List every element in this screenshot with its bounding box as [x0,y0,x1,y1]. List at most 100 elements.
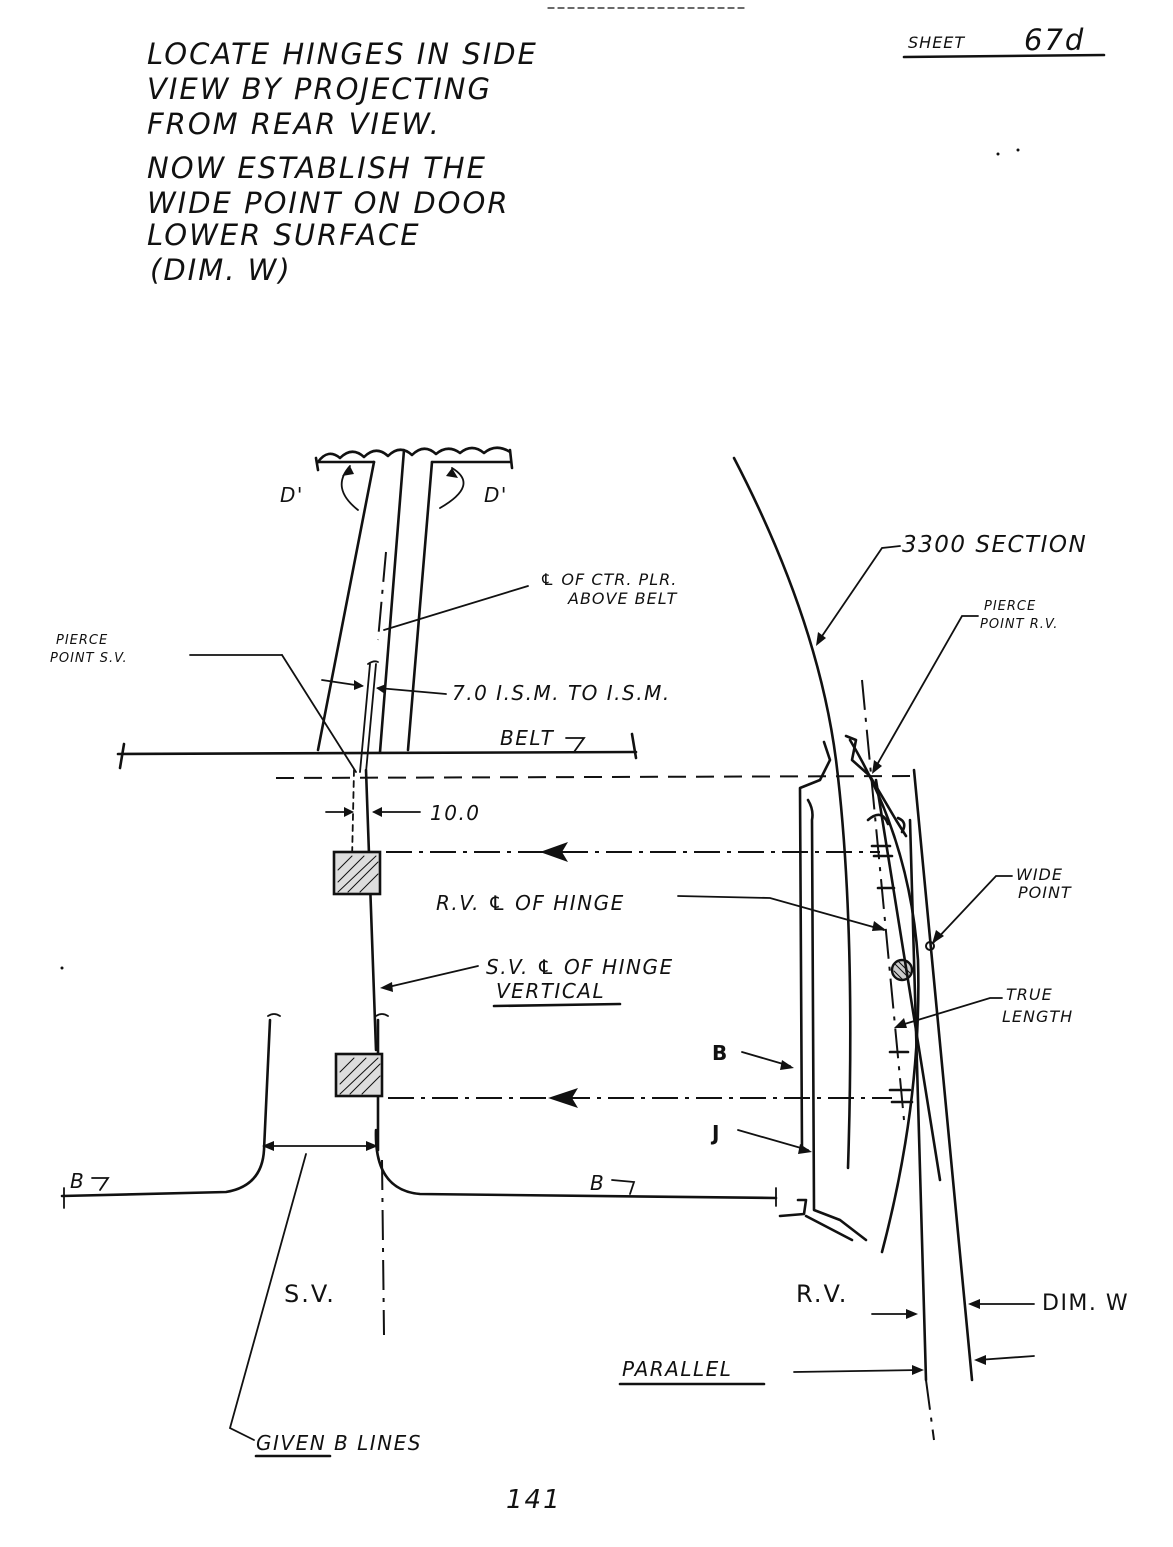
wide-point-label-2: POINT [1018,883,1072,902]
sv-hinge-arrowhead [380,982,393,992]
given-b-leader [228,1153,307,1441]
rv-vertical-line-left [908,818,928,1382]
rv-hinge-label: R.V. ℄ OF HINGE [436,891,625,915]
break-line [316,446,512,464]
sheet-label: SHEET [908,33,965,52]
b-line-flag-mid [611,1179,636,1195]
ctr-plr-leader [383,585,529,631]
sv-centerline-lower [381,1159,385,1336]
parallel-arrow-left [793,1369,921,1373]
belt-mark [565,737,586,753]
pierce-rv-label-1: PIERCE [984,599,1036,614]
instruction-block: LOCATE HINGES IN SIDE VIEW BY PROJECTING… [147,37,538,287]
j-label: J [710,1121,721,1145]
given-b-label: GIVEN B LINES [256,1431,422,1455]
projection-lower-arrow [548,1088,578,1108]
ism-arrow-left [354,680,364,690]
b-arrowhead [780,1060,794,1070]
instruction-line-4: NOW ESTABLISH THE [147,151,487,185]
ctr-plr-label-2: ABOVE BELT [567,589,678,608]
dim-10-arrowhead-right [372,807,382,817]
door-top-detail [798,740,832,1152]
page-number: 141 [506,1485,562,1515]
dim-w-arrowhead-left [906,1309,918,1319]
parallel-arrowhead-left [912,1365,924,1375]
slot-left [359,663,371,773]
dim-10-label: 10.0 [430,801,481,825]
stray-dot-3 [60,966,64,970]
instruction-line-5: WIDE POINT ON DOOR [147,186,509,220]
given-b-line-tick-right [375,1013,389,1017]
pierce-rv-leader [873,615,979,771]
b-spacing-arrow-right [366,1141,378,1151]
pierce-rv-label-2: POINT R.V. [980,617,1058,632]
instruction-line-1: LOCATE HINGES IN SIDE [147,37,538,71]
d-prime-arrow-left [342,466,354,476]
belt-line [116,750,638,756]
j-arrowhead [798,1144,812,1154]
door-inner-panel [806,798,868,1242]
j-leader [737,1129,809,1151]
ctr-plr-label-1: ℄ OF CTR. PLR. [540,570,677,589]
belt-end-left [118,742,126,770]
sv-label: S.V. [284,1280,336,1308]
d-prime-right: D' [484,483,508,507]
rear-view: 3300 SECTION PIERCE POINT R.V. TRUE LENG… [618,456,1129,1441]
pillar-right-inner [406,460,434,752]
slot-tip [367,660,379,665]
instruction-line-2: VIEW BY PROJECTING [147,72,492,106]
hinge-pin-hatch [893,960,911,981]
sv-hinge-line-upper [364,768,378,1052]
b-label: B [712,1041,729,1065]
pierce-sv-label-1: PIERCE [56,633,108,648]
side-view: D' D' ℄ OF CTR. PLR. ABOVE BELT PIERCE P… [50,446,886,1458]
d-prime-arrow-right [446,468,458,478]
stray-dot-1 [996,152,1000,156]
b-line-label-left: B [70,1169,85,1193]
belt-label: BELT [500,726,555,750]
dim-w-arrowhead-right [968,1299,980,1309]
vertical-underline [492,1002,622,1008]
b-spacing-arrow-left [262,1141,274,1151]
section-3300-leader [817,545,901,643]
pierce-sv-label-2: POINT S.V. [50,651,128,666]
belt-end-right [630,732,638,760]
given-b-line-tick-left [267,1013,281,1017]
rv-hinge-centerline [861,679,905,1121]
rv-vertical-dashed [925,1379,935,1441]
b-line-flag-left [91,1177,110,1191]
true-length-label-1: TRUE [1006,985,1053,1004]
instruction-line-7: (DIM. W) [150,253,292,287]
instruction-line-3: FROM REAR VIEW. [147,107,441,141]
rv-hinge-leader [677,895,885,931]
wide-point-arrowhead [932,930,944,944]
door-small-arc [866,813,906,834]
true-length-arrowhead [894,1018,907,1028]
stray-dot-2 [1016,148,1020,152]
d-prime-arc-right [439,467,465,509]
parallel-label: PARALLEL [622,1357,732,1381]
door-lower-left-b [804,1214,854,1242]
hinge-pin-circle [890,958,914,982]
sheet-underline [902,53,1106,59]
dim-w-label: DIM. W [1042,1291,1129,1316]
dim-10-arrowhead-left [344,807,354,817]
true-length-label-2: LENGTH [1002,1007,1073,1026]
sv-hinge-label: S.V. ℄ OF HINGE [486,955,674,979]
wide-point-label-1: WIDE [1016,865,1063,884]
sv-hinge-leader [383,965,479,989]
ism-leader-right [377,687,447,695]
rv-vertical-line-right [912,768,974,1382]
slot-right [365,663,377,773]
section-3300-label: 3300 SECTION [902,532,1087,558]
hinge-upper-hatch [337,855,379,893]
projection-belt [275,775,917,779]
dim-10-ext-left [351,769,355,861]
true-length-leader [897,997,1003,1027]
pillar-left-inner [378,448,406,754]
wide-point-leader [933,875,1013,943]
vertical-label: VERTICAL [496,979,605,1003]
d-prime-left: D' [280,483,304,507]
sheet-number: 67d [1024,23,1085,57]
